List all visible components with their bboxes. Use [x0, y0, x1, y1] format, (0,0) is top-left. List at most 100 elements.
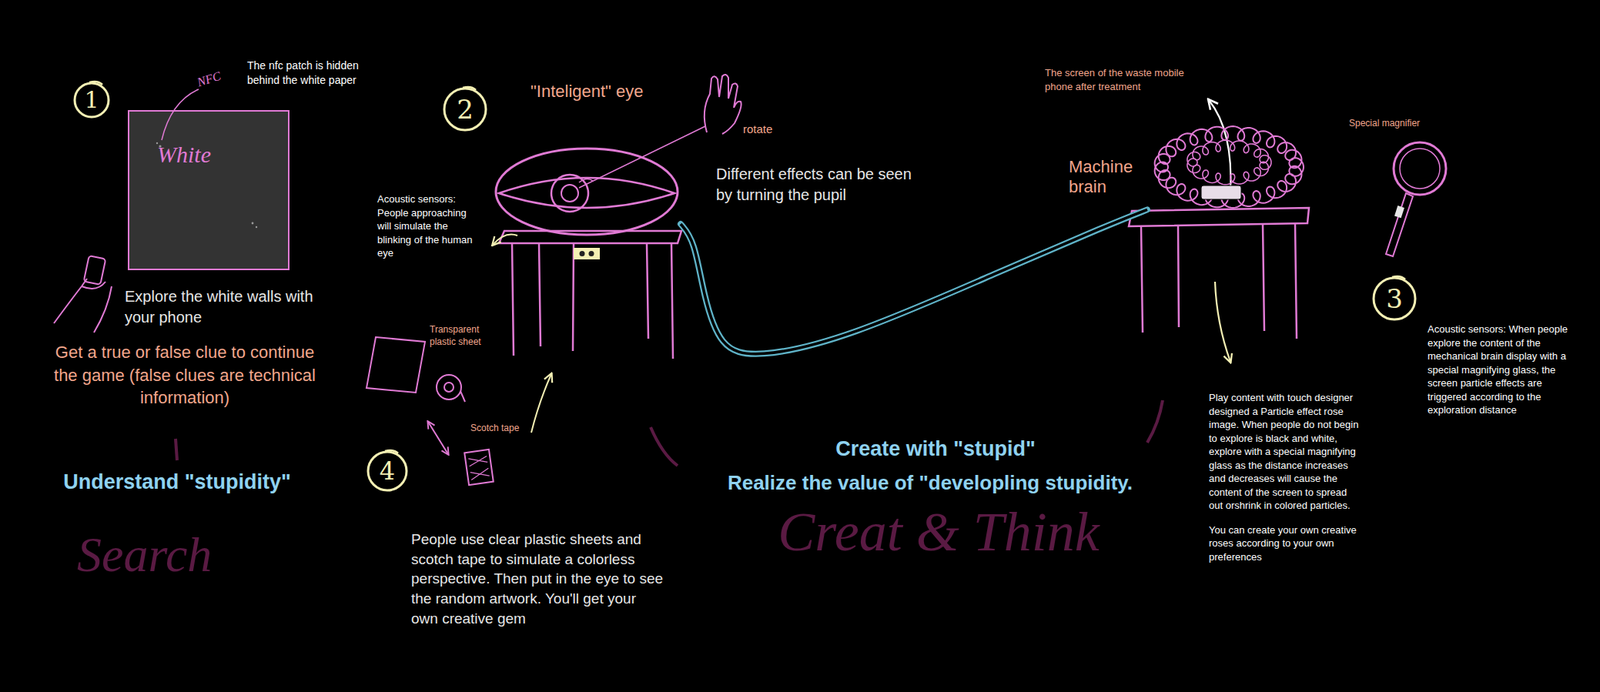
label-holder: Special magnifier: [1348, 117, 1420, 130]
caption-holder: Machine brain: [1068, 157, 1143, 198]
cable-outer: [680, 209, 1148, 354]
hand: [53, 278, 112, 333]
sensor-hole: [589, 251, 595, 257]
tape-roll-core: [444, 382, 454, 392]
brain-outline: [1147, 122, 1312, 220]
label-holder: Different effects can be seen by turning…: [716, 164, 918, 206]
faint-stroke: [650, 427, 678, 466]
label-holder: Acoustic sensors: People approaching wil…: [377, 192, 482, 261]
note: You can create your own creative roses a…: [1208, 523, 1363, 565]
label-holder: Create with "stupid": [835, 435, 1036, 463]
tape-tab: [460, 391, 466, 402]
part-label: Scotch tape: [470, 421, 519, 435]
part-label: The screen of the waste mobile phone aft…: [1044, 66, 1188, 94]
label-holder: You can create your own creative roses a…: [1208, 523, 1363, 565]
label-holder: Search: [76, 528, 212, 583]
tape-piece-hatch: [468, 455, 490, 480]
note: The nfc patch is hidden behind the white…: [247, 58, 385, 88]
magnifier-handle: [1385, 193, 1413, 257]
watermark: Search: [76, 528, 212, 583]
wall-panel-fill: [127, 110, 290, 271]
callout-circle-outline: [368, 451, 407, 491]
cable-connector: [680, 209, 1148, 354]
table-legs: [512, 243, 673, 359]
part-heading: "Inteligent" eye: [530, 81, 644, 102]
callout-number: 2: [442, 87, 488, 132]
label-holder: Scotch tape: [470, 421, 519, 435]
part-label: Transparent plastic sheet: [429, 323, 501, 349]
instruction: Get a true or false clue to continue the…: [42, 341, 328, 410]
white-wall-panel: White: [127, 110, 290, 271]
callout-number-text: 1: [83, 88, 99, 112]
eye-ball: [495, 148, 678, 235]
instruction: Explore the white walls with your phone: [124, 286, 314, 329]
callout-number-text: 4: [379, 458, 395, 484]
nfc-dot: [255, 226, 258, 228]
callout-circle-outline: [444, 88, 486, 131]
acoustic-sensor: [573, 247, 600, 260]
label-holder: Get a true or false clue to continue the…: [42, 341, 328, 410]
magnifier-ring: [1393, 142, 1447, 195]
sensor-hole: [579, 251, 586, 257]
intelligent-eye: "Inteligent" eye: [492, 145, 681, 238]
table: [498, 230, 682, 244]
callout-circle-outline: [74, 83, 109, 118]
label-holder: NFC: [194, 67, 223, 91]
section-headline: Understand "stupidity": [63, 468, 292, 496]
caption-holder: "Inteligent" eye: [530, 81, 644, 102]
callout-number-text: 2: [456, 96, 474, 123]
callout-number: 3: [1372, 276, 1417, 322]
panel-text: White: [157, 140, 261, 169]
callout-number-text: 3: [1385, 285, 1403, 312]
section-headline: Realize the value of "developling stupid…: [727, 469, 1133, 497]
magnifier-lens: [1399, 148, 1440, 189]
note: Acoustic sensors: People approaching wil…: [377, 192, 482, 261]
phone: [83, 255, 107, 285]
note: Acoustic sensors: When people explore th…: [1427, 322, 1578, 418]
instruction: People use clear plastic sheets and scot…: [411, 529, 666, 629]
note: Play content with touch designer designe…: [1208, 391, 1363, 513]
insert-arrow: [531, 374, 552, 433]
faint-stroke: [1147, 400, 1163, 443]
brain-folds: [1187, 140, 1272, 185]
phone-screen: [1201, 185, 1242, 200]
eye-lid: [498, 177, 675, 208]
label-holder: rotate: [743, 121, 773, 138]
callout-number: 4: [366, 450, 409, 493]
content-arrow: [1215, 281, 1231, 362]
label-holder: Realize the value of "developling stupid…: [727, 469, 1133, 497]
callout-number: 1: [73, 81, 111, 119]
magnifier-grip: [1394, 205, 1405, 218]
label-holder: Explore the white walls with your phone: [124, 286, 314, 329]
pupil: [561, 184, 579, 202]
pupil-turn-mark: [579, 178, 593, 183]
eye-outline: [492, 145, 681, 238]
faint-stroke: [175, 438, 178, 461]
tape-roll: [436, 374, 462, 400]
label-holder: Creat & Think: [777, 502, 1099, 563]
label-holder: Acoustic sensors: When people explore th…: [1427, 322, 1578, 418]
brain-folds: [1154, 126, 1304, 208]
nfc-leader: [161, 89, 199, 141]
label-holder: People use clear plastic sheets and scot…: [411, 529, 666, 629]
machine-brain: Machine brain: [1147, 122, 1312, 220]
part-heading: Machine brain: [1068, 157, 1143, 198]
exchange-arrow: [428, 421, 449, 455]
rotate-hand: [704, 74, 742, 134]
sensor-arrow: [492, 234, 518, 246]
nfc-label: NFC: [194, 67, 223, 91]
tape-piece: [464, 449, 494, 486]
part-label: rotate: [743, 121, 773, 138]
cable-inner: [680, 209, 1148, 354]
label-holder: The screen of the waste mobile phone aft…: [1044, 66, 1188, 94]
table: [1128, 207, 1309, 227]
callout-circle-tail: [384, 450, 399, 454]
hand: [704, 74, 742, 134]
label-holder: Play content with touch designer designe…: [1208, 391, 1363, 513]
label-holder: Understand "stupidity": [63, 468, 292, 496]
callout-circle-outline: [1373, 277, 1416, 320]
label-holder: Transparent plastic sheet: [429, 323, 501, 349]
part-label: Special magnifier: [1348, 117, 1420, 130]
section-headline: Create with "stupid": [835, 435, 1036, 463]
